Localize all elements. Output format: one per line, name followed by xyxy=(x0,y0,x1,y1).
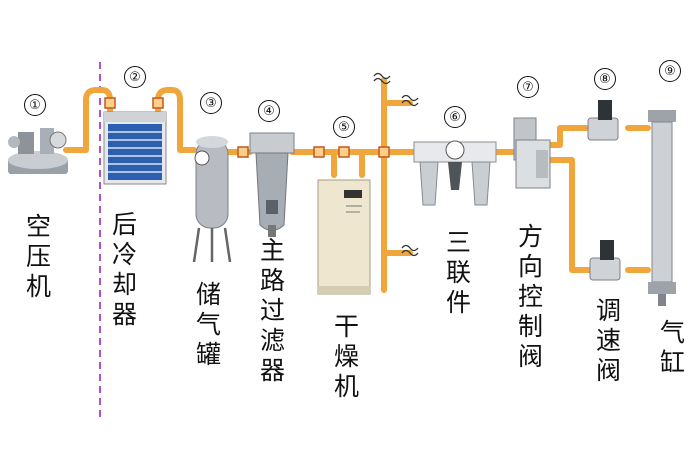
label-main-filter: 主路过滤器 xyxy=(260,236,285,386)
label-char: 气 xyxy=(660,318,686,347)
label-char: 后 xyxy=(112,210,138,239)
label-char: 缸 xyxy=(660,348,686,377)
label-char: 联 xyxy=(446,258,472,287)
cylinder-drawing xyxy=(648,110,676,306)
frl-unit-drawing xyxy=(413,140,497,206)
label-cylinder: 气缸 xyxy=(660,318,685,378)
speed-valve-drawing xyxy=(587,100,621,281)
number-dryer: ⑤ xyxy=(333,116,355,138)
label-char: 机 xyxy=(26,272,52,301)
label-char: 气 xyxy=(196,310,222,339)
label-dryer: 干燥机 xyxy=(334,312,359,402)
label-char: 制 xyxy=(518,312,544,341)
dryer-drawing xyxy=(317,179,371,295)
label-char: 方 xyxy=(518,222,544,251)
number-speed-valve: ⑧ xyxy=(594,68,616,90)
label-char: 速 xyxy=(596,326,622,355)
label-directional-valve: 方向控制阀 xyxy=(518,222,543,372)
label-char: 路 xyxy=(260,266,286,295)
label-char: 过 xyxy=(260,296,286,325)
number-directional-valve: ⑦ xyxy=(517,76,539,98)
label-char: 储 xyxy=(196,280,222,309)
main-filter-drawing xyxy=(249,132,295,237)
label-char: 器 xyxy=(260,356,286,385)
label-frl-unit: 三联件 xyxy=(446,228,471,318)
label-char: 器 xyxy=(112,300,138,329)
number-receiver-tank: ③ xyxy=(200,92,222,114)
label-compressor: 空压机 xyxy=(26,212,51,302)
label-char: 压 xyxy=(26,242,52,271)
label-aftercooler: 后冷却器 xyxy=(112,210,137,330)
label-char: 主 xyxy=(260,236,286,265)
label-speed-valve: 调速阀 xyxy=(596,296,621,386)
label-char: 空 xyxy=(26,212,52,241)
label-char: 三 xyxy=(446,228,472,257)
number-cylinder: ⑨ xyxy=(659,60,681,82)
label-char: 阀 xyxy=(596,356,622,385)
exhaust-marks xyxy=(373,72,419,257)
label-char: 滤 xyxy=(260,326,286,355)
label-char: 向 xyxy=(518,252,544,281)
compressor-drawing xyxy=(8,128,68,174)
label-char: 阀 xyxy=(518,342,544,371)
number-main-filter: ④ xyxy=(258,100,280,122)
number-compressor: ① xyxy=(24,94,46,116)
label-char: 干 xyxy=(334,312,360,341)
aftercooler-drawing xyxy=(103,111,167,185)
label-char: 却 xyxy=(112,270,138,299)
valve-markers xyxy=(104,97,390,158)
label-char: 控 xyxy=(518,282,544,311)
label-char: 调 xyxy=(596,296,622,325)
label-char: 罐 xyxy=(196,340,222,369)
number-frl-unit: ⑥ xyxy=(444,106,466,128)
receiver-tank-drawing xyxy=(192,136,232,263)
label-char: 机 xyxy=(334,372,360,401)
label-char: 燥 xyxy=(334,342,360,371)
label-char: 冷 xyxy=(112,240,138,269)
label-char: 件 xyxy=(446,288,472,317)
directional-valve-drawing xyxy=(513,117,551,189)
label-receiver-tank: 储气罐 xyxy=(196,280,221,370)
number-aftercooler: ② xyxy=(124,66,146,88)
